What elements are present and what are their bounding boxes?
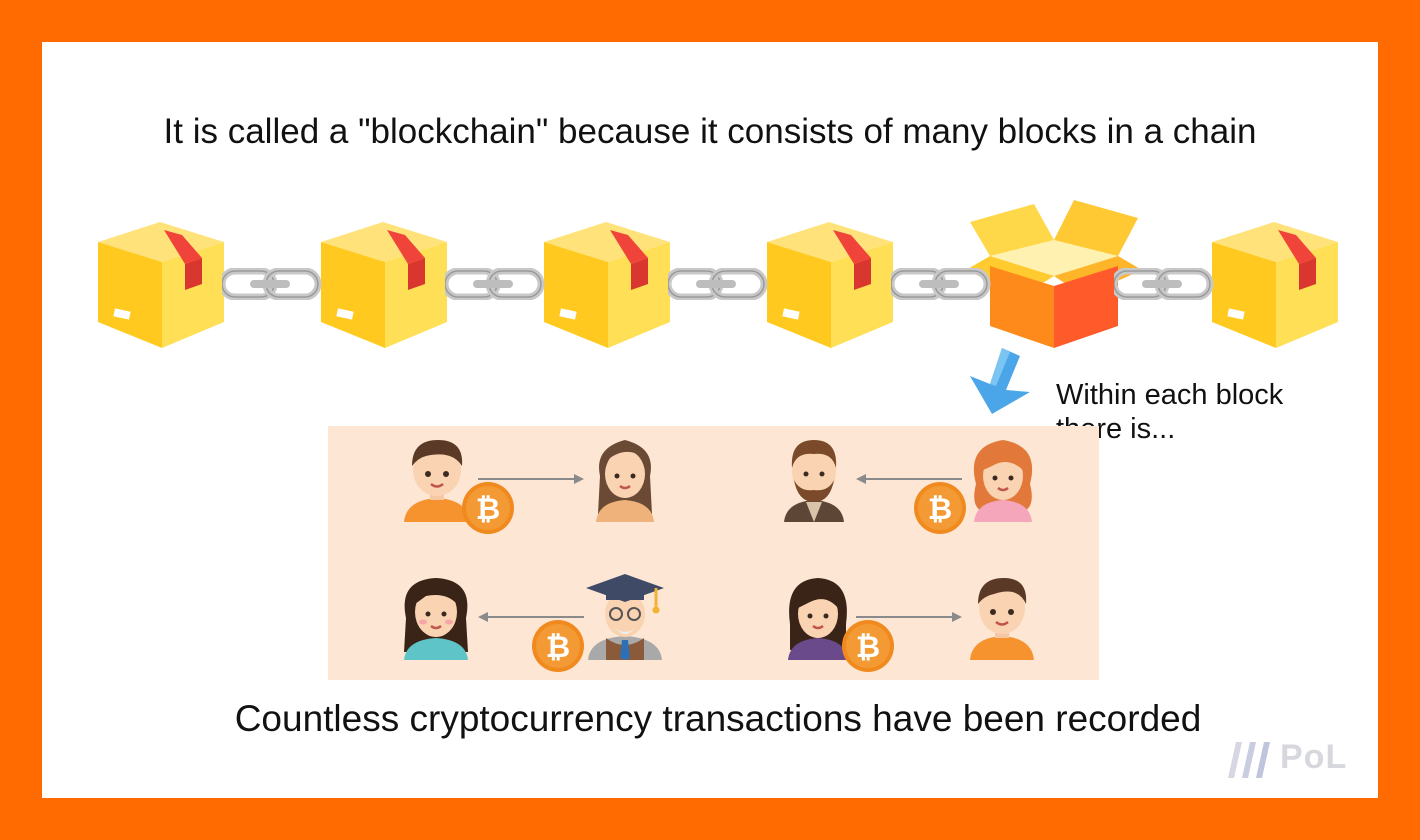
bitcoin-icon <box>914 482 966 534</box>
closed-box-icon <box>544 222 670 348</box>
person-icon <box>404 440 470 522</box>
closed-box-icon <box>767 222 893 348</box>
open-box-icon <box>966 200 1142 348</box>
closed-box-icon <box>1212 222 1338 348</box>
bitcoin-icon <box>532 620 584 672</box>
transaction-arrow <box>856 612 962 622</box>
chain-link-icon <box>891 268 991 300</box>
transaction-arrow <box>856 474 962 484</box>
person-icon <box>784 440 844 522</box>
transaction-arrow <box>478 474 584 484</box>
bitcoin-icon <box>462 482 514 534</box>
person-icon <box>586 574 664 660</box>
bitcoin-icon <box>842 620 894 672</box>
person-icon <box>970 578 1034 660</box>
chain-link-icon <box>222 268 322 300</box>
page-title: It is called a "blockchain" because it c… <box>163 112 1257 151</box>
chain-link-icon <box>668 268 768 300</box>
chain-link-icon <box>445 268 545 300</box>
chain-link-icon <box>1114 268 1214 300</box>
person-icon <box>404 578 468 660</box>
note-line-1: Within each block <box>1056 379 1284 411</box>
transaction-arrow <box>478 612 584 622</box>
block-note: Within each block there is... <box>1056 378 1356 446</box>
person-icon <box>788 578 848 660</box>
down-arrow-icon <box>970 348 1030 414</box>
logo-slash-icon <box>1228 742 1270 778</box>
person-icon <box>973 440 1033 522</box>
watermark-logo: PoL <box>1280 738 1348 776</box>
closed-box-icon <box>321 222 447 348</box>
caption: Countless cryptocurrency transactions ha… <box>234 698 1202 739</box>
note-line-2: there is... <box>1056 413 1176 445</box>
person-icon <box>596 440 654 522</box>
closed-box-icon <box>98 222 224 348</box>
